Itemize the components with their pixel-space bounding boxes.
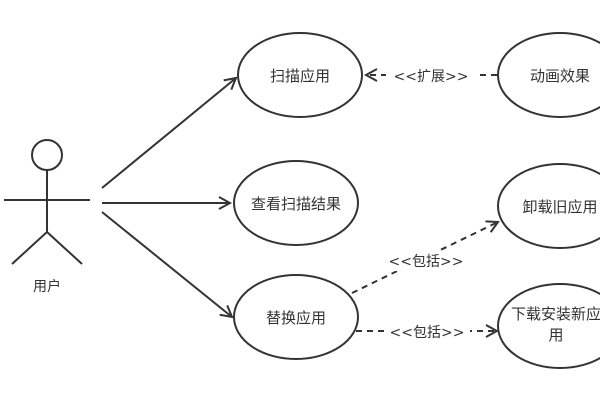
use-case-animation-label: 动画效果	[530, 67, 590, 85]
use-case-download-install: 下载安装新应 用	[497, 283, 600, 369]
include-download-label-bg	[384, 322, 470, 342]
extend-label-bg	[386, 66, 476, 86]
actor-label: 用户	[33, 278, 61, 295]
actor-right-leg	[46, 231, 83, 265]
actor-head	[31, 139, 63, 171]
actor-left-leg	[11, 231, 48, 265]
use-case-uninstall-old: 卸载旧应用	[497, 163, 600, 249]
use-case-scan-apps-label: 扫描应用	[270, 67, 330, 85]
extend-label: <<扩展>>	[394, 69, 469, 85]
edge-user-scan-apps	[101, 78, 236, 189]
use-case-replace-apps: 替换应用	[233, 274, 359, 360]
use-case-view-results: 查看扫描结果	[233, 160, 359, 246]
use-case-replace-apps-label: 替换应用	[266, 309, 326, 327]
use-case-animation: 动画效果	[497, 32, 600, 118]
use-case-download-install-label-line1: 下载安装新应	[511, 305, 600, 323]
include-uninstall-label: <<包括>>	[389, 254, 464, 270]
edge-user-replace-apps	[101, 211, 232, 317]
use-case-view-results-label: 查看扫描结果	[251, 195, 341, 213]
use-case-download-install-label-line2: 用	[548, 326, 563, 344]
include-uninstall-label-bg	[383, 251, 469, 271]
user-actor: 用户	[4, 139, 90, 295]
use-case-scan-apps: 扫描应用	[237, 32, 363, 118]
include-download-label: <<包括>>	[390, 325, 465, 341]
use-case-uninstall-old-label: 卸载旧应用	[522, 198, 597, 216]
